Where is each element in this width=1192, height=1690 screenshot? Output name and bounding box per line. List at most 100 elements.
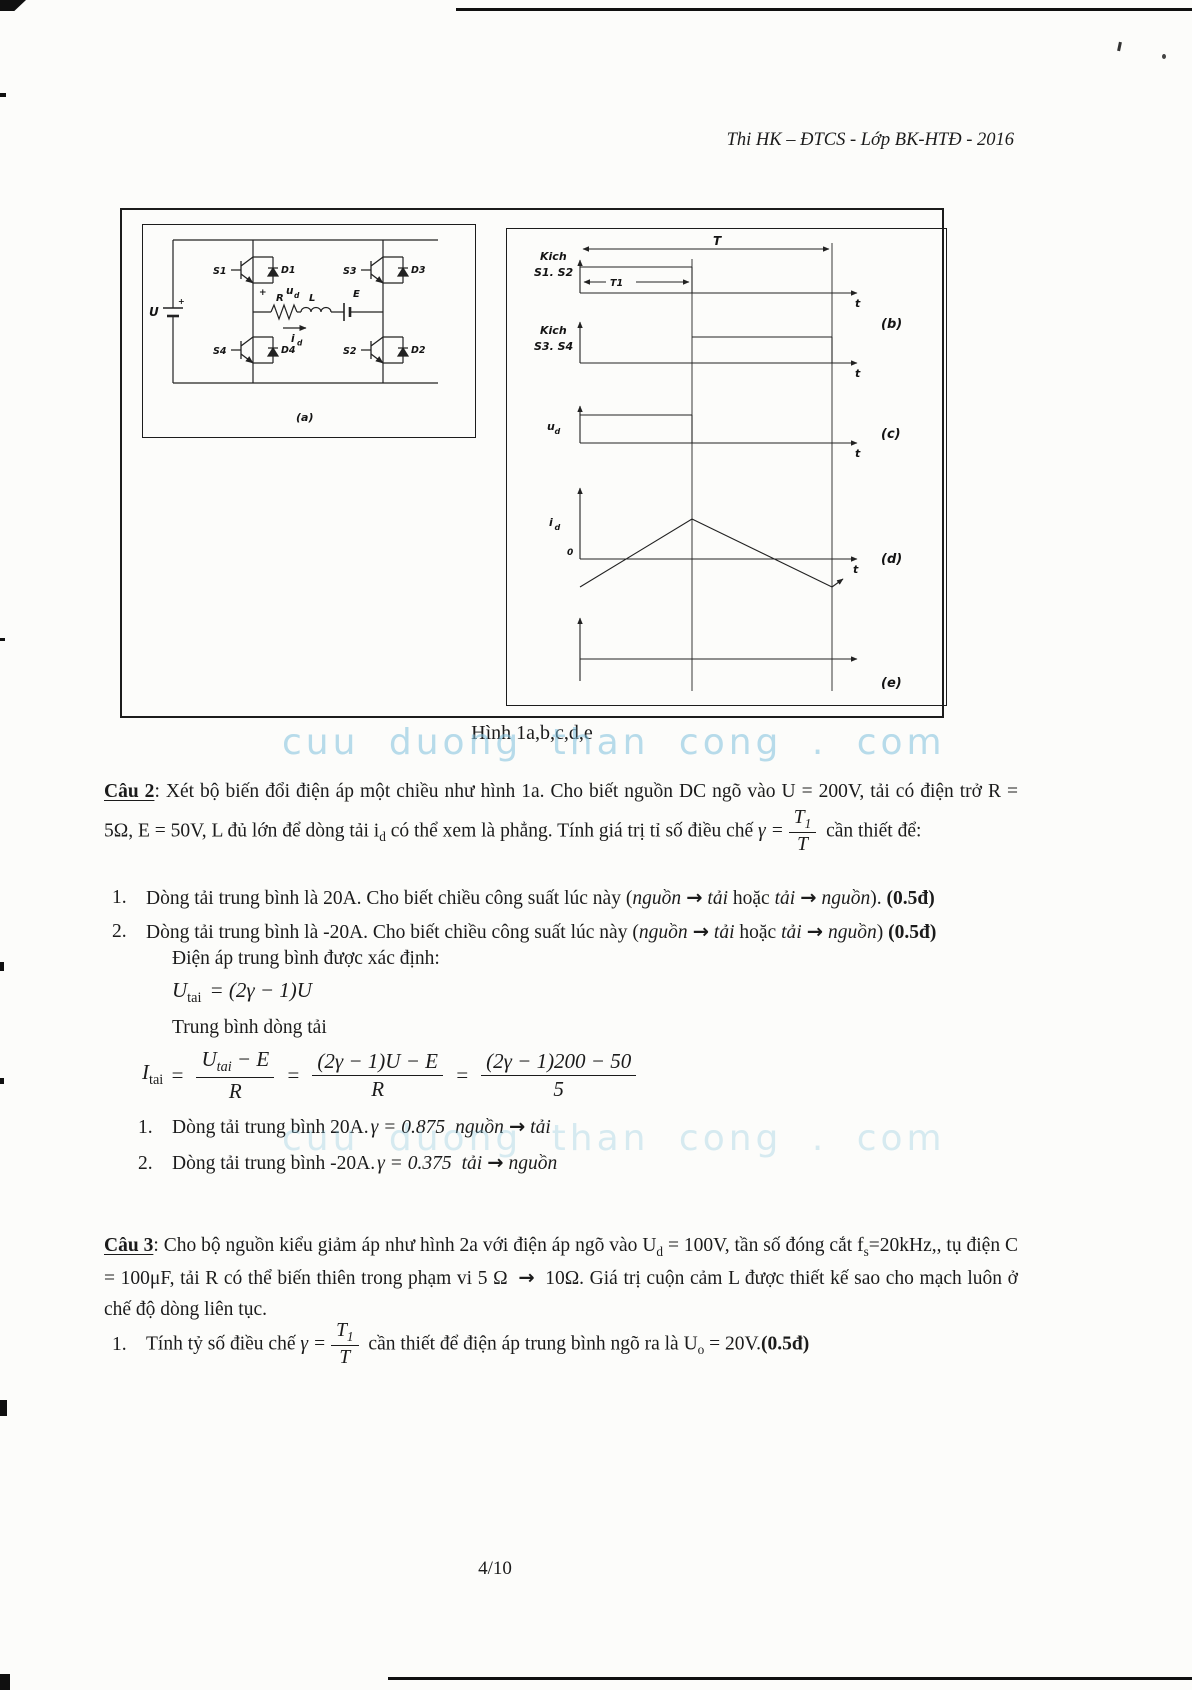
scan-artifact [0,962,4,971]
ud-label: u [286,285,294,297]
timing-gridlines [691,243,833,691]
numerator-t: T [793,807,805,829]
item-text-segment: ) [876,922,889,944]
numerator-sub-1: 1 [804,816,812,832]
s4-label: S4 [213,346,227,357]
cau2-intro-paragraph: Câu 2: Xét bộ biến đổi điện áp một chiều… [104,776,1018,857]
l-label: L [309,293,315,304]
var-u: U [172,978,188,1002]
equals-sign: = [170,1062,185,1087]
cau3-intro-text-d: 10Ω. Giá trị cuộn cảm L được thiết kế sa… [104,1268,1018,1321]
cau3-intro-text-a: Cho bộ nguồn kiểu giảm áp như hình 2a vớ… [158,1235,657,1256]
item-text-segment: cần thiết để điện áp trung bình ngõ ra l… [363,1333,698,1355]
fraction-denominator: T [789,833,816,856]
e-label: E [353,289,360,300]
cau2-intro-text-c: cần thiết để: [821,820,922,842]
arrow-icon: → [518,1266,535,1290]
den-value: 5 [553,1076,564,1101]
scan-artifact [0,93,6,97]
inductor-symbol [300,306,332,313]
t-axis-label: t [855,447,861,460]
t-axis-label: t [853,563,859,576]
waveform-row-kich-s1s2 [577,246,858,296]
subfigure-a-label: (a) [296,411,313,424]
gamma-value: γ = 0.375 [377,1152,452,1174]
list-item: 1. Dòng tải trung bình là 20A. Cho biết … [112,884,1018,913]
circuit-svg: U + S1 D1 S3 D3 S4 D4 S2 D2 R L E + u d … [149,239,438,424]
arrow-icon: → [692,920,709,944]
cau2-intro-text-a: Xét bộ biến đổi điện áp một chiều như hì… [104,781,1018,842]
score-badge: (0.5đ) [886,888,935,909]
subscript-d: d [379,829,386,845]
colon: : [153,1235,159,1256]
kich1-label: Kich [540,250,567,263]
formula-average-voltage: Utai= (2γ − 1)U [172,978,968,1007]
diode-d2 [383,336,410,364]
num-var: U [201,1047,217,1072]
diode-d3 [383,256,410,284]
diode-d4 [253,336,280,364]
denominator-t: T [339,1347,351,1369]
id-axis-subscript: d [555,523,561,532]
word-nguon: nguồn [508,1152,558,1174]
fraction-denominator: R [196,1078,274,1103]
colon: : [154,781,160,802]
r-label: R [276,293,284,304]
denominator-t: T [797,834,808,856]
item-text: Dòng tải trung bình là 20A. Cho biết chi… [146,884,1018,913]
subscript-s: s [863,1243,869,1259]
scan-artifact [1117,41,1122,52]
subscript-d: d [656,1243,664,1259]
transistor-s1 [231,256,254,284]
cau2-solution: Điện áp trung bình được xác định: Utai= … [138,948,968,1175]
arrow-icon: → [800,886,817,909]
gamma-equals: γ = [758,820,784,842]
scan-artifact [0,1674,10,1690]
fraction-numerator: Utai − E [196,1047,275,1078]
id-subscript: d [297,339,303,348]
item-text-segment: hoặc [734,922,782,944]
cau3-intro-text-c: =20kHz,, tụ điện C = 100μF, tải R có thể… [104,1235,1018,1290]
word-tai: tải [781,922,802,944]
var-i-main: I [142,1060,149,1085]
den-var: R [371,1076,385,1101]
numerator-sub-1: 1 [346,1328,354,1344]
word-tai: tải [707,888,729,909]
list-item: 2. Dòng tải trung bình là -20A. Cho biết… [112,918,1018,947]
s1-label: S1 [213,266,226,277]
arrow-icon: → [806,920,824,944]
page-number: 4/10 [478,1558,512,1579]
period-t-label: T [713,234,722,248]
circuit-wires [163,239,438,384]
item-number: 1. [112,887,127,908]
formula-rhs: = (2γ − 1)U [209,978,312,1002]
subfigure-d-label: (d) [881,552,902,567]
word-tai: tải [713,922,735,944]
cau2-intro-text-b: có thể xem là phẳng. Tính giá trị tỉ số … [385,820,759,842]
transistor-s4 [231,336,254,364]
word-nguon: nguồn [828,922,877,944]
source-u-label: U [149,305,159,319]
waveform-row-id [577,487,858,588]
den-var: R [228,1078,242,1103]
waveform-svg: T T1 Kich S1. S2 t Kich S3. S4 t (b) u d… [534,234,902,691]
word-tai: tải [530,1116,551,1138]
arrow-icon: → [686,886,703,909]
figure-caption: Hình 1a,b,c,d,e [471,722,593,744]
word-tai: tải [774,888,796,909]
scan-artifact [388,1677,1192,1680]
solution-line: Điện áp trung bình được xác định: [172,948,440,969]
cau3-label: Câu 3 [104,1235,154,1256]
plus-sign: + [259,288,267,298]
num-rest: − E [231,1047,270,1072]
item-number: 2. [112,921,127,943]
ud-axis-label: u [547,420,555,433]
